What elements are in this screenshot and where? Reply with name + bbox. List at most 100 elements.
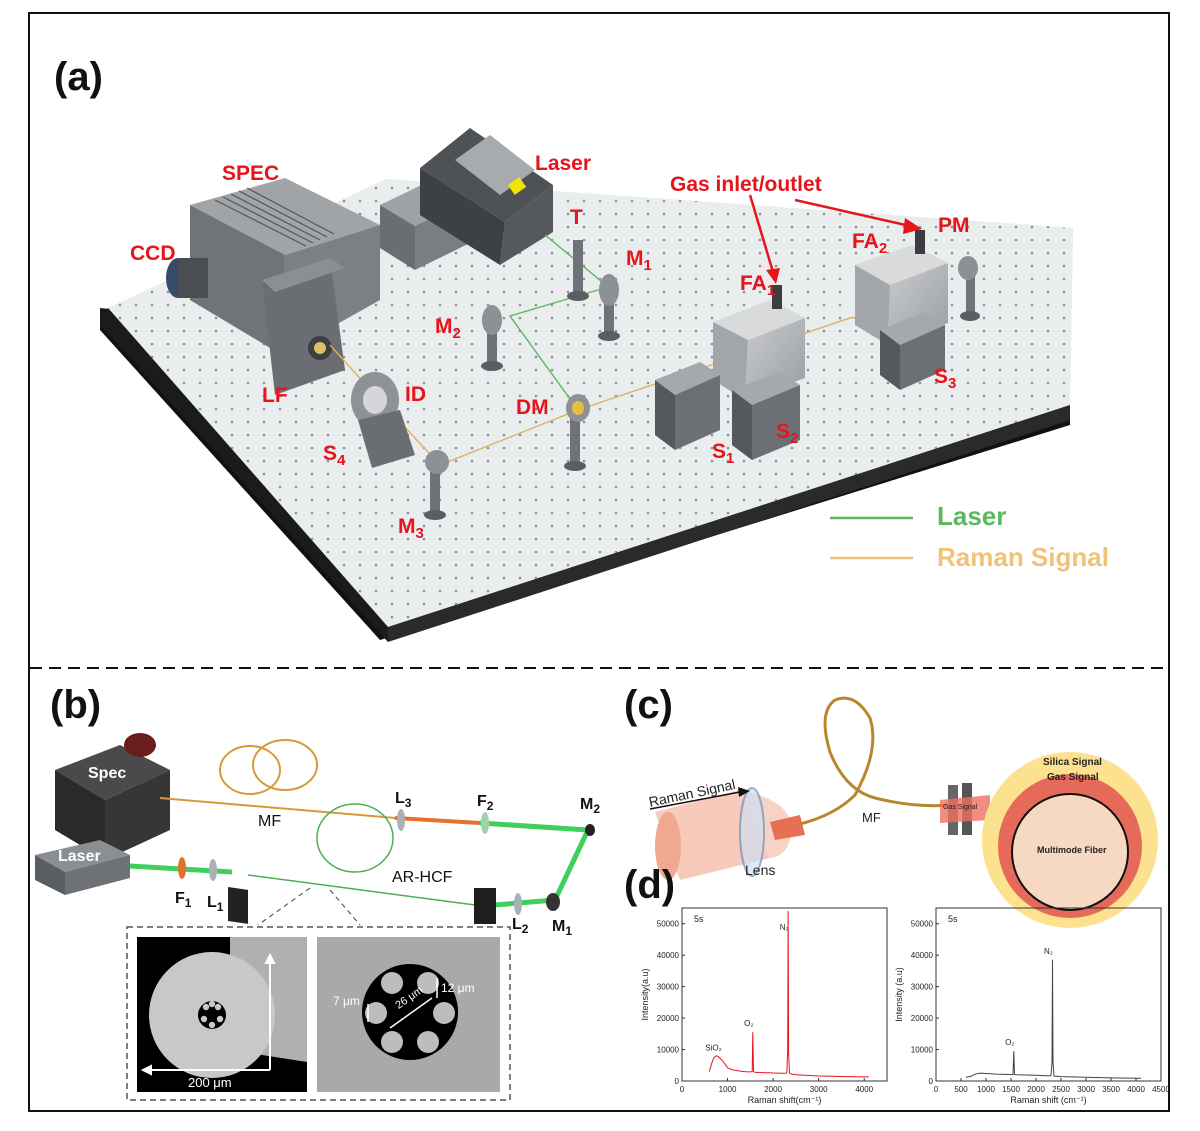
y-tick-label: 0 <box>675 1077 680 1086</box>
x-tick-label: 4000 <box>855 1085 873 1094</box>
x-tick-label: 3500 <box>1102 1085 1120 1094</box>
b-inset-7um: 7 μm <box>333 994 360 1008</box>
spectrum-line <box>708 911 869 1078</box>
d-chart-2-frame <box>935 907 1162 1082</box>
x-tick-label: 1000 <box>977 1085 995 1094</box>
label-s3: S3 <box>934 365 957 393</box>
b-label-m2: M2 <box>580 796 601 817</box>
fiber-adapter-1 <box>655 285 805 460</box>
d-chart-1-frame <box>681 907 888 1082</box>
gas-arrows <box>748 194 922 284</box>
b-label-l3: L3 <box>395 790 412 811</box>
y-tick-label: 50000 <box>657 920 680 929</box>
y-axis-label: Intensity (a.u) <box>894 967 904 1022</box>
x-tick-label: 1500 <box>1002 1085 1020 1094</box>
b-zoom-lines <box>257 887 361 926</box>
b-inset-200um: 200 μm <box>188 1075 232 1090</box>
x-tick-label: 4500 <box>1152 1085 1170 1094</box>
legend-laser-label: Laser <box>937 501 1007 531</box>
label-lf: LF <box>262 384 288 407</box>
label-id: ID <box>405 383 426 406</box>
c-label-multimode-fiber: Multimode Fiber <box>1037 845 1107 855</box>
x-tick-label: 2000 <box>1027 1085 1045 1094</box>
b-label-l2: L2 <box>512 916 529 937</box>
y-tick-label: 30000 <box>657 983 680 992</box>
c-label-gas-signal-small: Gas Signal <box>943 804 978 811</box>
c-label-gas-signal: Gas Signal <box>1047 772 1099 783</box>
optical-breadboard <box>100 179 1073 642</box>
iris-stage <box>351 372 415 468</box>
label-fa2: FA2 <box>852 230 888 258</box>
b-optics <box>178 809 595 924</box>
b-label-mf: MF <box>258 813 282 830</box>
panel-d-label: (d) <box>624 863 676 907</box>
b-label-l1: L1 <box>207 894 224 915</box>
optical-mounts <box>424 240 980 520</box>
spectrum-line <box>965 959 1141 1079</box>
x-tick-label: 1000 <box>719 1085 737 1094</box>
b-laser <box>35 840 130 895</box>
peak-label: N₂ <box>1044 947 1053 956</box>
spectrometer-box <box>166 178 380 395</box>
b-label-ar-hcf: AR-HCF <box>392 869 453 886</box>
x-tick-label: 2000 <box>764 1085 782 1094</box>
y-tick-label: 30000 <box>911 983 934 992</box>
b-label-spec: Spec <box>88 765 127 782</box>
label-s2: S2 <box>776 420 799 448</box>
x-axis-label: Raman shift(cm⁻¹) <box>748 1095 822 1105</box>
peak-label: N₂ <box>780 923 789 932</box>
y-tick-label: 0 <box>929 1077 934 1086</box>
fiber-adapter-2 <box>855 230 948 390</box>
y-axis-label: Intensity(a.u) <box>640 968 650 1020</box>
label-gas-inlet-outlet: Gas inlet/outlet <box>670 173 822 196</box>
b-inset-12um: 12 μm <box>441 981 475 995</box>
y-tick-label: 20000 <box>911 1014 934 1023</box>
x-tick-label: 0 <box>680 1085 685 1094</box>
panel-b-label: (b) <box>50 683 102 727</box>
panel-a-label: (a) <box>54 55 103 99</box>
label-fa1: FA1 <box>740 272 776 300</box>
peak-label: O₂ <box>744 1019 753 1028</box>
peak-label: O₂ <box>1005 1038 1014 1047</box>
peak-label: SiO₂ <box>705 1043 721 1052</box>
c-label-mf: MF <box>862 810 881 825</box>
label-ccd: CCD <box>130 242 176 265</box>
label-t: T <box>570 206 583 229</box>
x-tick-label: 2500 <box>1052 1085 1070 1094</box>
y-tick-label: 40000 <box>657 951 680 960</box>
x-axis-label: Raman shift (cm⁻¹) <box>1010 1095 1086 1105</box>
y-tick-label: 50000 <box>911 920 934 929</box>
laser-box <box>380 128 553 270</box>
c-label-silica-signal: Silica Signal <box>1043 757 1102 768</box>
x-tick-label: 3000 <box>1077 1085 1095 1094</box>
label-m3: M3 <box>398 515 424 543</box>
c-label-lens: Lens <box>745 862 776 878</box>
y-tick-label: 20000 <box>657 1014 680 1023</box>
figure-frame <box>28 12 1170 1112</box>
x-tick-label: 4000 <box>1127 1085 1145 1094</box>
exposure-annotation: 5s <box>948 914 958 924</box>
b-label-m1: M1 <box>552 918 573 939</box>
label-m2: M2 <box>435 315 461 343</box>
legend-raman-label: Raman Signal <box>937 542 1109 572</box>
exposure-annotation: 5s <box>694 914 704 924</box>
label-laser: Laser <box>535 152 592 175</box>
x-tick-label: 0 <box>934 1085 939 1094</box>
label-s1: S1 <box>712 440 735 468</box>
label-m1: M1 <box>626 247 652 275</box>
y-tick-label: 10000 <box>911 1046 934 1055</box>
b-spectrometer <box>55 733 170 860</box>
panel-c-label: (c) <box>624 683 673 727</box>
b-label-f2: F2 <box>477 793 494 814</box>
b-inset-core-zoom <box>317 937 500 1092</box>
d-chart-2: 0 500 1000 1500 2000 2500 3000 3500 4000 4500 0 100… <box>894 914 1170 1105</box>
c-raman-beam <box>649 787 805 880</box>
c-fiber-end <box>940 783 990 835</box>
label-dm: DM <box>516 396 549 419</box>
b-inset-fiber-cross-section <box>137 937 307 1092</box>
x-tick-label: 500 <box>954 1085 968 1094</box>
b-label-f1: F1 <box>175 890 192 911</box>
